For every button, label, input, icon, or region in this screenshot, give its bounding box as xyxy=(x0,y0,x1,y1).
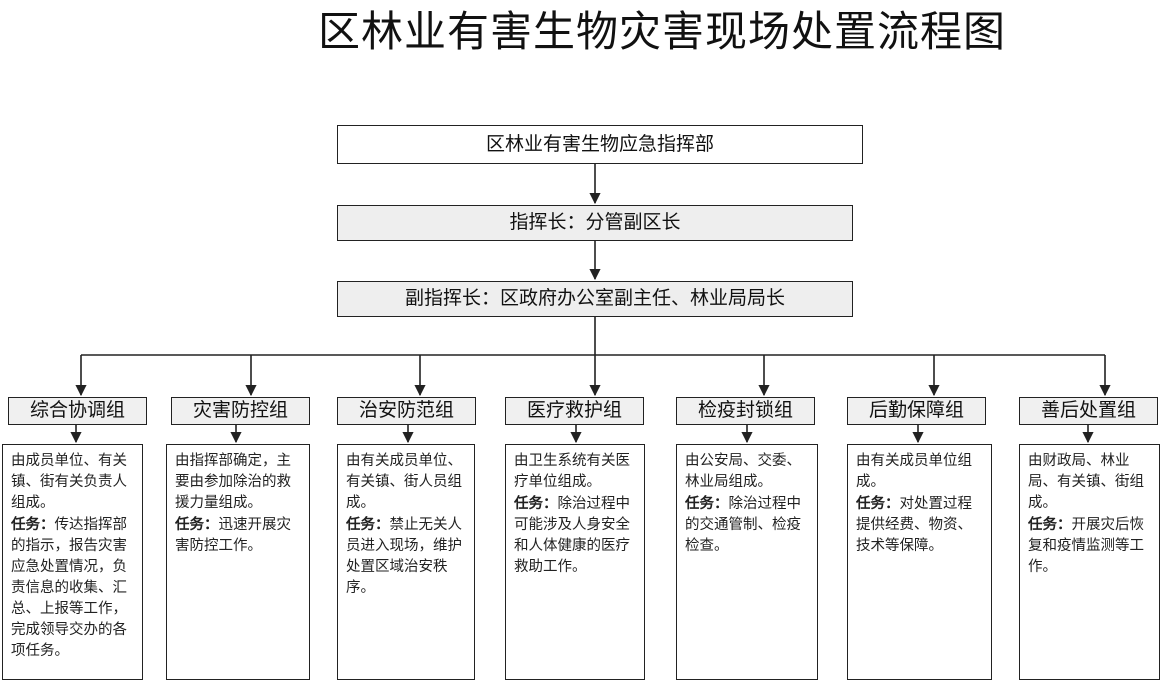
command-hq-box: 区林业有害生物应急指挥部 xyxy=(337,125,863,164)
group-desc: 由有关成员单位、有关镇、街人员组成。 xyxy=(346,453,462,511)
group-task: 任务：除治过程中的交通管制、检疫检查。 xyxy=(685,493,811,557)
group-title-security: 治安防范组 xyxy=(337,397,476,425)
group-box-medical: 由卫生系统有关医疗单位组成。 任务：除治过程中可能涉及人身安全和人体健康的医疗救… xyxy=(505,444,645,680)
task-text: 对处置过程提供经费、物资、技术等保障。 xyxy=(856,496,972,554)
group-task: 任务：禁止无关人员进入现场，维护处置区域治安秩序。 xyxy=(346,514,468,599)
diagram-title: 区林业有害生物灾害现场处置流程图 xyxy=(318,7,1007,56)
task-text: 除治过程中可能涉及人身安全和人体健康的医疗救助工作。 xyxy=(514,496,630,575)
group-task: 任务：开展灾后恢复和疫情监测等工作。 xyxy=(1028,514,1153,578)
task-label: 任务： xyxy=(175,516,219,533)
task-label: 任务： xyxy=(11,516,55,533)
task-label: 任务： xyxy=(1028,516,1072,533)
group-title-quarantine: 检疫封锁组 xyxy=(676,397,815,425)
group-desc: 由卫生系统有关医疗单位组成。 xyxy=(514,453,630,490)
task-label: 任务： xyxy=(346,516,390,533)
group-title-coordination: 综合协调组 xyxy=(8,397,147,425)
group-box-security: 由有关成员单位、有关镇、街人员组成。 任务：禁止无关人员进入现场，维护处置区域治… xyxy=(337,444,475,680)
group-box-coordination: 由成员单位、有关镇、街有关负责人组成。 任务：传达指挥部的指示，报告灾害应急处置… xyxy=(2,444,143,680)
group-title-aftermath: 善后处置组 xyxy=(1019,397,1158,425)
group-title-disaster-control: 灾害防控组 xyxy=(171,397,310,425)
group-desc: 由成员单位、有关镇、街有关负责人组成。 xyxy=(11,453,127,511)
chief-commander-box: 指挥长：分管副区长 xyxy=(337,205,853,241)
task-text: 禁止无关人员进入现场，维护处置区域治安秩序。 xyxy=(346,517,462,596)
group-task: 任务：传达指挥部的指示，报告灾害应急处置情况，负责信息的收集、汇总、上报等工作，… xyxy=(11,514,136,662)
group-box-aftermath: 由财政局、林业局、有关镇、街组成。 任务：开展灾后恢复和疫情监测等工作。 xyxy=(1019,444,1160,680)
task-text: 迅速开展灾害防控工作。 xyxy=(175,517,291,554)
task-label: 任务： xyxy=(514,495,558,512)
group-task: 任务：迅速开展灾害防控工作。 xyxy=(175,514,303,557)
group-title-medical: 医疗救护组 xyxy=(505,397,644,425)
group-box-logistics: 由有关成员单位组成。 任务：对处置过程提供经费、物资、技术等保障。 xyxy=(847,444,992,680)
group-desc: 由公安局、交委、林业局组成。 xyxy=(685,453,801,490)
task-label: 任务： xyxy=(856,495,900,512)
task-text: 开展灾后恢复和疫情监测等工作。 xyxy=(1028,517,1144,575)
group-desc: 由指挥部确定，主要由参加除治的救援力量组成。 xyxy=(175,453,291,511)
deputy-commander-box: 副指挥长：区政府办公室副主任、林业局局长 xyxy=(337,281,853,317)
group-desc: 由有关成员单位组成。 xyxy=(856,453,972,490)
group-title-logistics: 后勤保障组 xyxy=(847,397,986,425)
group-box-disaster-control: 由指挥部确定，主要由参加除治的救援力量组成。 任务：迅速开展灾害防控工作。 xyxy=(166,444,310,680)
task-text: 传达指挥部的指示，报告灾害应急处置情况，负责信息的收集、汇总、上报等工作，完成领… xyxy=(11,517,127,659)
group-desc: 由财政局、林业局、有关镇、街组成。 xyxy=(1028,453,1144,511)
task-label: 任务： xyxy=(685,495,729,512)
group-box-quarantine: 由公安局、交委、林业局组成。 任务：除治过程中的交通管制、检疫检查。 xyxy=(676,444,818,680)
group-task: 任务：除治过程中可能涉及人身安全和人体健康的医疗救助工作。 xyxy=(514,493,638,578)
task-text: 除治过程中的交通管制、检疫检查。 xyxy=(685,496,801,554)
group-task: 任务：对处置过程提供经费、物资、技术等保障。 xyxy=(856,493,985,557)
